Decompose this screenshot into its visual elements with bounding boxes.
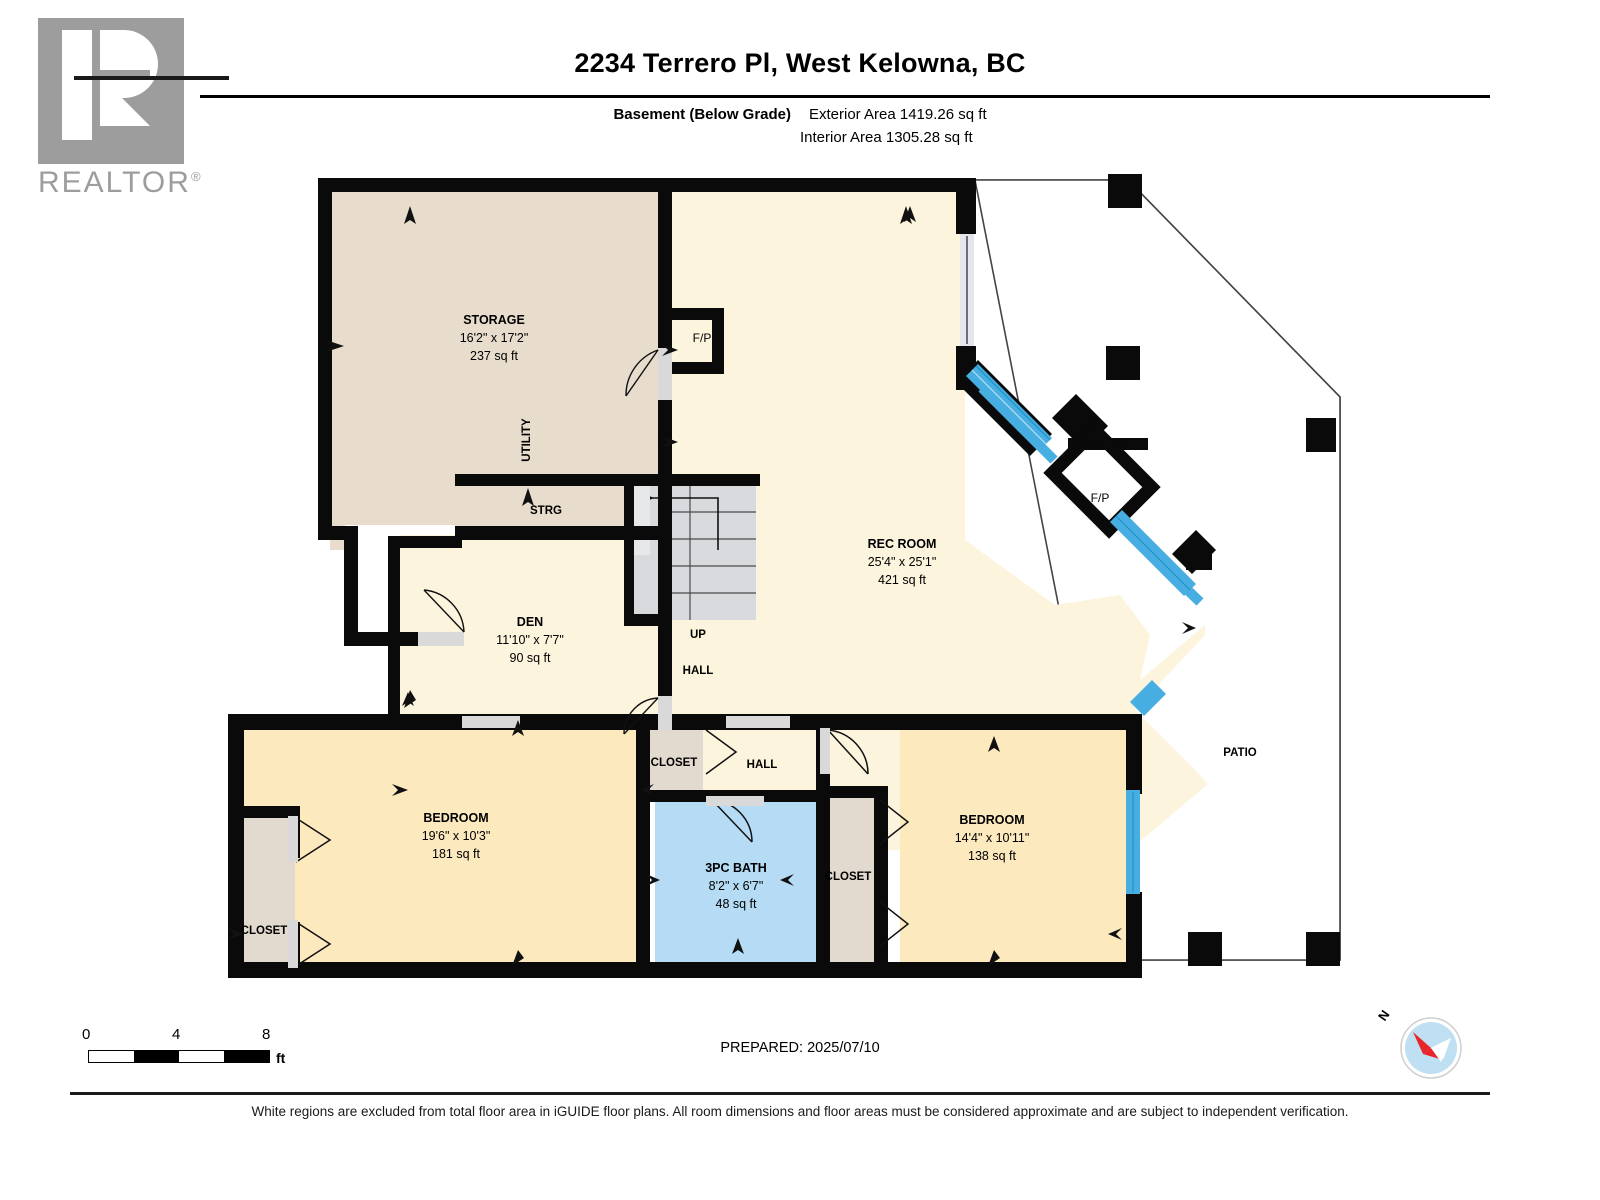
disclaimer-text: White regions are excluded from total fl… [251,1104,1349,1119]
summary-spacer [380,129,800,146]
bedroom-right-fill [900,725,1130,965]
room-area-rec: 421 sq ft [878,573,926,587]
window-diagonal-upper [966,364,1052,450]
scale-unit-label: ft [276,1050,286,1066]
label-closet-mid: CLOSET [651,757,698,769]
room-area-bath: 48 sq ft [716,897,758,911]
hall-upper-fill [660,630,780,715]
room-dims-den: 11'10" x 7'7" [496,633,564,647]
room-label-bedroom-left: BEDROOM [423,811,488,825]
label-fp-interior: F/P [693,331,712,345]
exterior-area: Exterior Area 1419.26 sq ft [809,106,987,123]
compass-north-label: N [1374,1007,1393,1024]
window-diagonal-lower [1110,510,1196,596]
label-hall-upper: HALL [683,665,714,677]
room-area-storage: 237 sq ft [470,349,518,363]
floor-plan: STORAGE 16'2" x 17'2" 237 sq ft REC ROOM… [0,150,1600,1000]
closet-right-fill [822,790,877,965]
scale-track [88,1050,270,1063]
realtor-logo: REALTOR® [38,18,229,203]
scale-tick-8: 8 [262,1026,271,1043]
interior-area: Interior Area 1305.28 sq ft [800,129,973,146]
scale-seg-1 [89,1051,134,1062]
label-patio: PATIO [1223,747,1256,759]
footer-divider [70,1092,1490,1095]
room-area-den: 90 sq ft [510,651,552,665]
scale-tick-labels: 0 4 8 [82,1026,318,1048]
label-fp-exterior: F/P [1091,491,1110,505]
scale-tick-4: 4 [172,1026,181,1043]
room-label-storage: STORAGE [463,313,525,327]
realtor-wordmark-text: REALTOR [38,166,191,199]
room-dims-bedroom-right: 14'4" x 10'11" [955,831,1030,845]
page-title: 2234 Terrero Pl, West Kelowna, BC [574,48,1026,78]
prepared-date: PREPARED: 2025/07/10 [720,1040,880,1056]
label-utility: UTILITY [521,418,533,462]
floor-label: Basement (Below Grade) [613,106,791,123]
room-area-bedroom-left: 181 sq ft [432,847,480,861]
compass-rose-icon [1395,1012,1467,1084]
scale-seg-2 [134,1051,179,1062]
scale-seg-4 [224,1051,269,1062]
room-dims-storage: 16'2" x 17'2" [460,331,529,345]
room-dims-bedroom-left: 19'6" x 10'3" [422,829,491,843]
registered-mark: ® [190,169,203,184]
scale-tick-0: 0 [82,1026,91,1043]
room-label-rec: REC ROOM [868,537,937,551]
realtor-wordmark: REALTOR® [38,166,213,200]
room-dims-bath: 8'2" x 6'7" [709,879,764,893]
hall-lower-fill [700,720,822,800]
room-label-den: DEN [517,615,543,629]
room-label-bath: 3PC BATH [705,861,767,875]
room-labels: STORAGE 16'2" x 17'2" 237 sq ft REC ROOM… [422,313,1030,911]
floor-summary: Basement (Below Grade) Exterior Area 141… [0,106,1600,146]
room-area-bedroom-right: 138 sq ft [968,849,1016,863]
window-bedroom-right [1126,790,1140,894]
realtor-r-logo-icon [38,18,229,164]
label-strg: STRG [530,505,562,517]
secondary-labels: UTILITY STRG CLOSET CLOSET CLOSET HALL H… [241,331,1257,937]
room-label-bedroom-right: BEDROOM [959,813,1024,827]
title-divider [200,95,1490,98]
scale-seg-3 [179,1051,224,1062]
scale-bar: 0 4 8 ft [82,1026,318,1072]
room-dims-rec: 25'4" x 25'1" [868,555,937,569]
closet-mid-fill [648,728,703,800]
staircase [628,485,756,620]
window-recroom-corner [1130,680,1166,716]
label-closet-left: CLOSET [241,925,288,937]
view-direction-markers [228,206,1196,966]
label-up: UP [690,629,706,641]
label-closet-right: CLOSET [825,871,872,883]
closet-left-fill [240,815,295,965]
doors-and-openings [288,234,974,968]
label-hall-lower: HALL [747,759,778,771]
bedroom-left-fill [240,725,640,965]
